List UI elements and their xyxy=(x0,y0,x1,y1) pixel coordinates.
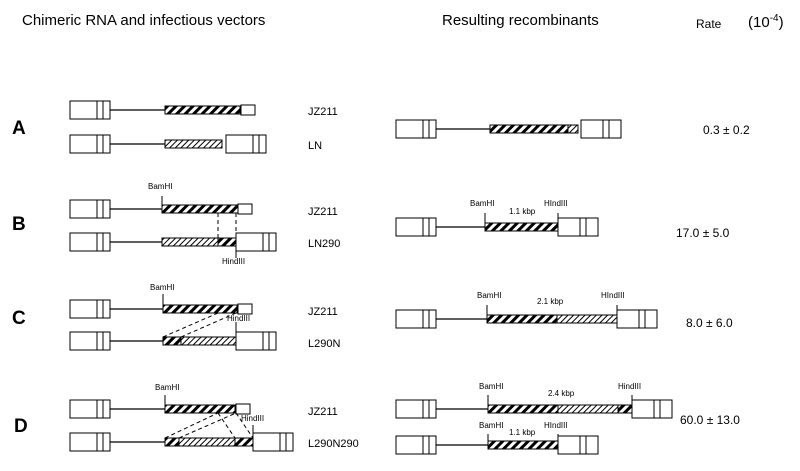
ltr-b2-right xyxy=(235,232,277,252)
ltr-c2-right xyxy=(235,331,277,351)
segment-rd1-bold xyxy=(487,404,559,414)
dash-d-2 xyxy=(178,412,237,439)
ltr-rc-left xyxy=(395,309,437,329)
vector-name-d2: L290N290 xyxy=(308,438,359,450)
ltr-a2-left xyxy=(69,134,111,154)
ltr-rd2-left xyxy=(395,435,437,455)
marker-b1 xyxy=(237,203,253,215)
header-rate-unit: (10-4) xyxy=(748,13,784,31)
ltr-rd1-right xyxy=(631,399,673,419)
segment-a2 xyxy=(164,139,223,149)
site-label-b-bamhi: BamHI xyxy=(148,182,173,191)
ltr-b1-left xyxy=(69,199,111,219)
segment-b2 xyxy=(161,237,219,247)
recomb-b-bamhi: BamHI xyxy=(470,199,495,208)
recomb-c-hindiii: HIndIII xyxy=(601,291,625,300)
ltr-c2-left xyxy=(69,331,111,351)
segment-d2-bold-a xyxy=(164,437,180,447)
ltr-d1-left xyxy=(69,399,111,419)
vector-name-a2: LN xyxy=(308,140,323,152)
recomb-d1-bamhi: BamHI xyxy=(479,382,504,391)
header-rate-label: Rate xyxy=(696,17,722,31)
ltr-c1-left xyxy=(69,299,111,319)
rate-a: 0.3 ± 0.2 xyxy=(703,123,750,137)
vector-name-c1: JZ211 xyxy=(308,306,338,318)
marker-c1 xyxy=(237,303,253,315)
ltr-rd1-left xyxy=(395,399,437,419)
recomb-b-hindiii: HIndIII xyxy=(544,199,568,208)
segment-rd2 xyxy=(487,440,559,450)
header-left: Chimeric RNA and infectious vectors xyxy=(22,12,266,29)
rate-unit-base: (10 xyxy=(748,14,770,31)
ltr-rb-right xyxy=(557,217,599,237)
site-label-c-hindiii: HindIII xyxy=(227,314,251,323)
dash-d-1 xyxy=(164,412,219,439)
vector-name-a1: JZ211 xyxy=(308,106,338,118)
recomb-d2-bamhi: BamHI xyxy=(479,421,504,430)
rate-unit-exp: -4 xyxy=(769,13,779,24)
segment-d1 xyxy=(164,404,236,414)
rate-d: 60.0 ± 13.0 xyxy=(680,413,740,427)
section-label-a: A xyxy=(12,118,26,139)
recomb-c-bamhi: BamHI xyxy=(477,291,502,300)
recomb-d1-hindiii: HindIII xyxy=(618,382,642,391)
ltr-a1-left xyxy=(69,100,111,120)
dash-d-4 xyxy=(235,412,254,439)
ltr-b2-left xyxy=(69,232,111,252)
segment-ra-fine xyxy=(567,124,579,134)
segment-d2 xyxy=(178,437,236,447)
segment-rb xyxy=(484,222,559,232)
ltr-ra-left xyxy=(395,119,437,139)
segment-c2-bold xyxy=(162,336,182,346)
section-label-c: C xyxy=(12,308,26,329)
recomb-d2-size: 1.1 kbp xyxy=(509,428,536,437)
segment-c1 xyxy=(162,304,238,314)
ltr-rc-right xyxy=(616,309,658,329)
ltr-rd2-right xyxy=(557,435,599,455)
ltr-d2-left xyxy=(69,432,111,452)
segment-a1 xyxy=(164,105,241,115)
segment-rd1-bold2 xyxy=(617,404,633,414)
segment-b1 xyxy=(161,204,239,214)
rate-c: 8.0 ± 6.0 xyxy=(686,316,733,330)
segment-rc-bold xyxy=(486,314,558,324)
header-middle: Resulting recombinants xyxy=(442,12,599,29)
vector-name-b1: JZ211 xyxy=(308,206,338,218)
ltr-rb-left xyxy=(395,217,437,237)
site-label-c-bamhi: BamHI xyxy=(150,283,175,292)
recomb-d1-size: 2.4 kbp xyxy=(548,389,575,398)
recomb-b-size: 1.1 kbp xyxy=(509,207,536,216)
ltr-ra-right xyxy=(580,119,622,139)
segment-rc-fine xyxy=(556,314,618,324)
marker-a1 xyxy=(240,104,256,116)
recomb-d2-hindiii: HIndIII xyxy=(544,421,568,430)
section-label-d: D xyxy=(14,416,28,437)
ltr-a2-right xyxy=(225,134,267,154)
segment-c2 xyxy=(180,336,237,346)
marker-d1 xyxy=(235,403,251,415)
vector-name-c2: L290N xyxy=(308,338,341,350)
site-label-d-hindiii: HindIII xyxy=(241,414,265,423)
dash-d-3 xyxy=(217,412,236,439)
segment-d2-bold-b xyxy=(234,437,254,447)
dash-c-2 xyxy=(180,312,237,338)
vector-name-b2: LN290 xyxy=(308,238,341,250)
site-label-b-hindiii: HindIII xyxy=(222,257,246,266)
segment-ra xyxy=(489,124,576,134)
section-label-b: B xyxy=(12,214,26,235)
rate-b: 17.0 ± 5.0 xyxy=(676,226,730,240)
segment-b2-bold xyxy=(217,237,237,247)
rate-unit-close: ) xyxy=(778,14,784,31)
segment-rd1-fine xyxy=(557,404,619,414)
site-label-d-bamhi: BamHI xyxy=(155,383,180,392)
dash-c-1 xyxy=(162,312,219,338)
vector-name-d1: JZ211 xyxy=(308,406,338,418)
ltr-d2-right xyxy=(252,432,294,452)
recomb-c-size: 2.1 kbp xyxy=(537,297,564,306)
